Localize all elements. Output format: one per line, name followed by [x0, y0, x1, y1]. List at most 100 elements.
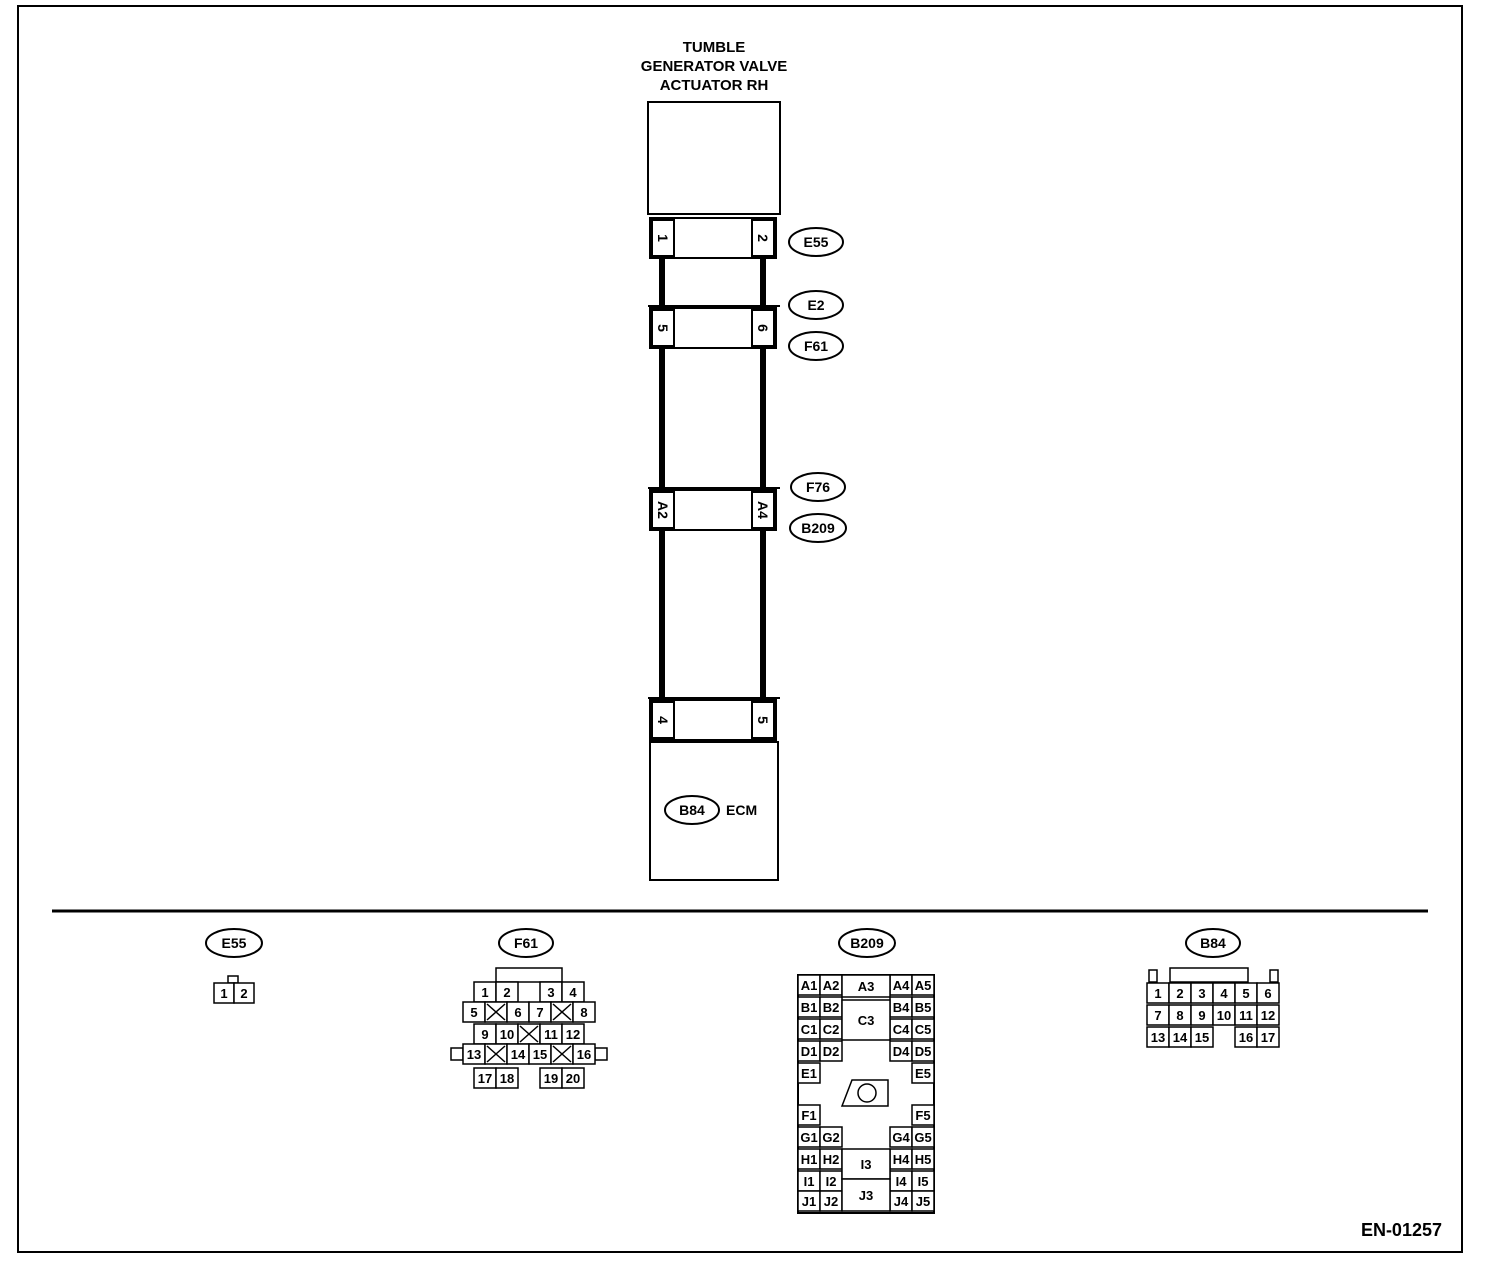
view-f61-pin-blank-1-4-blocked-b: [552, 1003, 572, 1021]
view-b209-pin-A1: A1: [801, 978, 818, 993]
connector-f61-tag-label: F61: [804, 338, 828, 354]
view-b209-pin-D4: D4: [893, 1044, 910, 1059]
view-f61-pin-18: 18: [500, 1071, 514, 1086]
view-b84-pin-15-box: [1190, 1026, 1214, 1048]
connector-f76-b209: A2 A4 F76 B209: [648, 472, 847, 543]
view-f61-pin-18-box: [495, 1067, 519, 1089]
view-f61-pin-17: 17: [478, 1071, 492, 1086]
view-b209-cavity-A3-box: [841, 974, 891, 998]
view-b209-cavity-J3-box: [841, 1178, 891, 1212]
view-b84-tag: [1185, 928, 1241, 958]
view-b209-pin-G5: G5: [914, 1130, 931, 1145]
view-b209-pin-D2-box: [819, 1040, 843, 1062]
view-b209-cavity-C3: C3: [858, 1013, 875, 1028]
view-b84-pin-17-box: [1256, 1026, 1280, 1048]
view-f61-pin-4: 4: [569, 985, 577, 1000]
view-b84-pin-12: 12: [1261, 1008, 1275, 1023]
connector-ecm-pin-left: [651, 701, 675, 739]
view-b209-pin-E5: E5: [915, 1066, 931, 1081]
connector-f76-tag: [790, 472, 846, 502]
connector-e2-f61-pin-left-label: 5: [655, 324, 671, 332]
connector-ecm-pin-left-label: 4: [655, 716, 671, 724]
connector-f76-b209-pin-right-label: A4: [755, 501, 771, 519]
view-f61-pin-16-box: [572, 1043, 596, 1065]
wire-harness: [659, 258, 766, 700]
connector-b209-tag-label: B209: [801, 520, 835, 536]
view-b209-pin-G2-box: [819, 1126, 843, 1148]
connector-e55-pin-left-label: 1: [655, 234, 671, 242]
view-b209-pin-F1: F1: [801, 1108, 816, 1123]
view-f61-pin-5: 5: [470, 1005, 477, 1020]
view-b209-pin-B4: B4: [893, 1000, 910, 1015]
view-b209-pin-A5: A5: [915, 978, 932, 993]
view-b209-pin-F5-box: [911, 1104, 935, 1126]
view-b84-tag-label: B84: [1200, 935, 1226, 951]
view-f61-pin-blank-2-2-blocked-b: [519, 1025, 539, 1043]
view-b209-pin-C2: C2: [823, 1022, 840, 1037]
view-b209-pin-A5-box: [911, 974, 935, 996]
view-b209-bolt-hole: [857, 1083, 877, 1103]
view-e55-pin-2-box: [233, 982, 255, 1004]
connector-e2-f61-pin-right-label: 6: [755, 324, 771, 332]
connector-e55-pin-left: [651, 219, 675, 257]
view-f61-pin-11: 11: [544, 1027, 558, 1042]
connector-e55-pin-right: [751, 219, 775, 257]
view-f61-pin-20-box: [561, 1067, 585, 1089]
connector-f76-b209-pin-left: [651, 491, 675, 529]
view-b209-pin-H4: H4: [893, 1152, 910, 1167]
view-b84-pin-3: 3: [1198, 986, 1205, 1001]
view-b209-tag-label: B209: [850, 935, 884, 951]
ecm-tag-label: B84: [679, 802, 705, 818]
view-b84-pin-5: 5: [1242, 986, 1249, 1001]
view-b84-pin-15: 15: [1195, 1030, 1209, 1045]
view-b84-pin-10: 10: [1217, 1008, 1231, 1023]
view-b84-pin-1: 1: [1154, 986, 1161, 1001]
view-f61-pin-1: 1: [481, 985, 488, 1000]
view-b209-pin-C5: C5: [915, 1022, 932, 1037]
view-b84-latch-right: [1269, 969, 1279, 983]
view-b209-pin-G1: G1: [800, 1130, 817, 1145]
view-b209-pin-F5: F5: [915, 1108, 930, 1123]
view-f61-pin-3: 3: [547, 985, 554, 1000]
connector-e2-tag-label: E2: [807, 297, 824, 313]
view-b209-pin-D2: D2: [823, 1044, 840, 1059]
view-b209-pin-J5: J5: [916, 1194, 930, 1209]
view-b84-pin-4: 4: [1220, 986, 1228, 1001]
view-b209-pin-D5: D5: [915, 1044, 932, 1059]
ecm-tag: [664, 795, 720, 825]
view-b84-latch-left: [1148, 969, 1158, 983]
view-b209-pin-G4: G4: [892, 1130, 910, 1145]
view-e55-tag-label: E55: [222, 935, 247, 951]
view-b209-pin-G5-box: [911, 1126, 935, 1148]
view-b209-pin-E5-box: [911, 1062, 935, 1084]
figure-code: EN-01257: [1361, 1220, 1442, 1240]
view-b209-pin-H2: H2: [823, 1152, 840, 1167]
connector-f61-tag: [788, 331, 844, 361]
ecm-label: ECM: [726, 802, 757, 818]
view-b84-pin-6-box: [1256, 982, 1280, 1004]
view-b209-pin-C5-box: [911, 1018, 935, 1040]
connector-e2-f61-pin-left: [651, 309, 675, 347]
view-b209-pin-I4: I4: [896, 1174, 908, 1189]
view-b209-pin-J5-box: [911, 1190, 935, 1212]
view-b209-cavity-A3: A3: [858, 979, 875, 994]
view-f61-pin-7: 7: [536, 1005, 543, 1020]
component-title-line-1: TUMBLE: [683, 39, 746, 56]
view-b209-pin-D1: D1: [801, 1044, 818, 1059]
connector-e2-f61-pin-right: [751, 309, 775, 347]
connector-e55-pin-right-label: 2: [755, 234, 771, 242]
view-b209-pin-A2: A2: [823, 978, 840, 993]
connector-ecm: 4 5: [648, 697, 780, 741]
view-f61-pin-20: 20: [566, 1071, 580, 1086]
view-b84-pin-8: 8: [1176, 1008, 1183, 1023]
view-b84-pin-14: 14: [1173, 1030, 1188, 1045]
component-title-line-2: GENERATOR VALVE: [641, 58, 787, 75]
view-e55-pin-1: 1: [220, 986, 227, 1001]
view-b209-cavity-I3: I3: [861, 1157, 872, 1172]
view-f61-tab-right: [594, 1047, 608, 1061]
view-b209-pin-H5: H5: [915, 1152, 932, 1167]
view-f61-pin-14: 14: [511, 1047, 526, 1062]
